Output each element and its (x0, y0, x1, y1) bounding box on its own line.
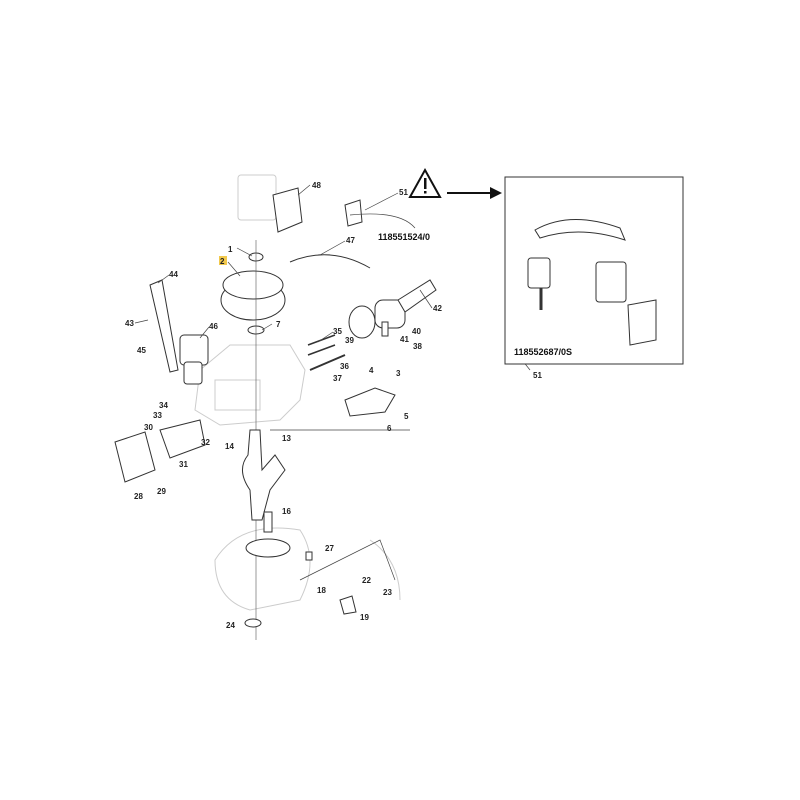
crankshaft (242, 429, 291, 558)
part-label[interactable]: 18 (317, 586, 326, 595)
part-label[interactable]: 27 (325, 544, 334, 553)
part-label[interactable]: 39 (345, 336, 354, 345)
part-label[interactable]: 35 (333, 327, 342, 336)
kit-code: 118552687/0S (514, 347, 572, 357)
part-label[interactable]: 6 (387, 424, 392, 433)
part-label[interactable]: 51 (399, 188, 408, 197)
part-label[interactable]: 40 (412, 327, 421, 336)
part-label[interactable]: 46 (209, 322, 218, 331)
part-label[interactable]: 38 (413, 342, 422, 351)
part-label[interactable]: 43 (125, 319, 134, 328)
part-label[interactable]: 42 (433, 304, 442, 313)
part-label[interactable]: 14 (225, 442, 234, 451)
part-label[interactable]: 28 (134, 492, 143, 501)
part-label[interactable]: 44 (169, 270, 178, 279)
part-label[interactable]: 22 (362, 576, 371, 585)
part-label[interactable]: 51 (533, 371, 542, 380)
part-label[interactable]: 36 (340, 362, 349, 371)
arrow-right-icon (447, 187, 502, 199)
part-label[interactable]: 24 (226, 621, 235, 630)
part-label[interactable]: 2 (220, 257, 225, 266)
piston-assembly (348, 279, 437, 339)
part-label[interactable]: 34 (159, 401, 168, 410)
part-label[interactable]: 48 (312, 181, 321, 190)
part-label[interactable]: 3 (396, 369, 401, 378)
part-label[interactable]: 31 (179, 460, 188, 469)
part-label[interactable]: 47 (346, 236, 355, 245)
part-label[interactable]: 1 (228, 245, 233, 254)
part-label[interactable]: 45 (137, 346, 146, 355)
small-parts (244, 429, 410, 628)
part-label[interactable]: 16 (282, 507, 291, 516)
carburettor (179, 334, 209, 385)
part-labels: 1 2 3 4 5 6 7 13 14 16 18 19 22 23 24 27… (125, 181, 542, 630)
muffler (114, 419, 206, 483)
part-label[interactable]: 13 (282, 434, 291, 443)
part-label[interactable]: 5 (404, 412, 409, 421)
part-label[interactable]: 19 (360, 613, 369, 622)
ignition-kit-code: 118551524/0 (378, 232, 430, 242)
part-label[interactable]: 32 (201, 438, 210, 447)
battery-pack (237, 174, 303, 233)
dipstick (149, 279, 179, 373)
part-label[interactable]: 4 (369, 366, 374, 375)
part-label[interactable]: 7 (276, 320, 281, 329)
part-label[interactable]: 41 (400, 335, 409, 344)
part-label[interactable]: 37 (333, 374, 342, 383)
part-label[interactable]: 33 (153, 411, 162, 420)
part-label[interactable]: 30 (144, 423, 153, 432)
ignition-harness (289, 199, 416, 269)
bracket (344, 387, 396, 417)
replacement-kit-box: 118552687/0S (504, 176, 684, 365)
part-label[interactable]: 29 (157, 487, 166, 496)
engine-block (194, 344, 401, 611)
part-label[interactable]: 23 (383, 588, 392, 597)
warning-triangle-icon (408, 167, 442, 198)
highlight-part-2 (219, 256, 227, 265)
